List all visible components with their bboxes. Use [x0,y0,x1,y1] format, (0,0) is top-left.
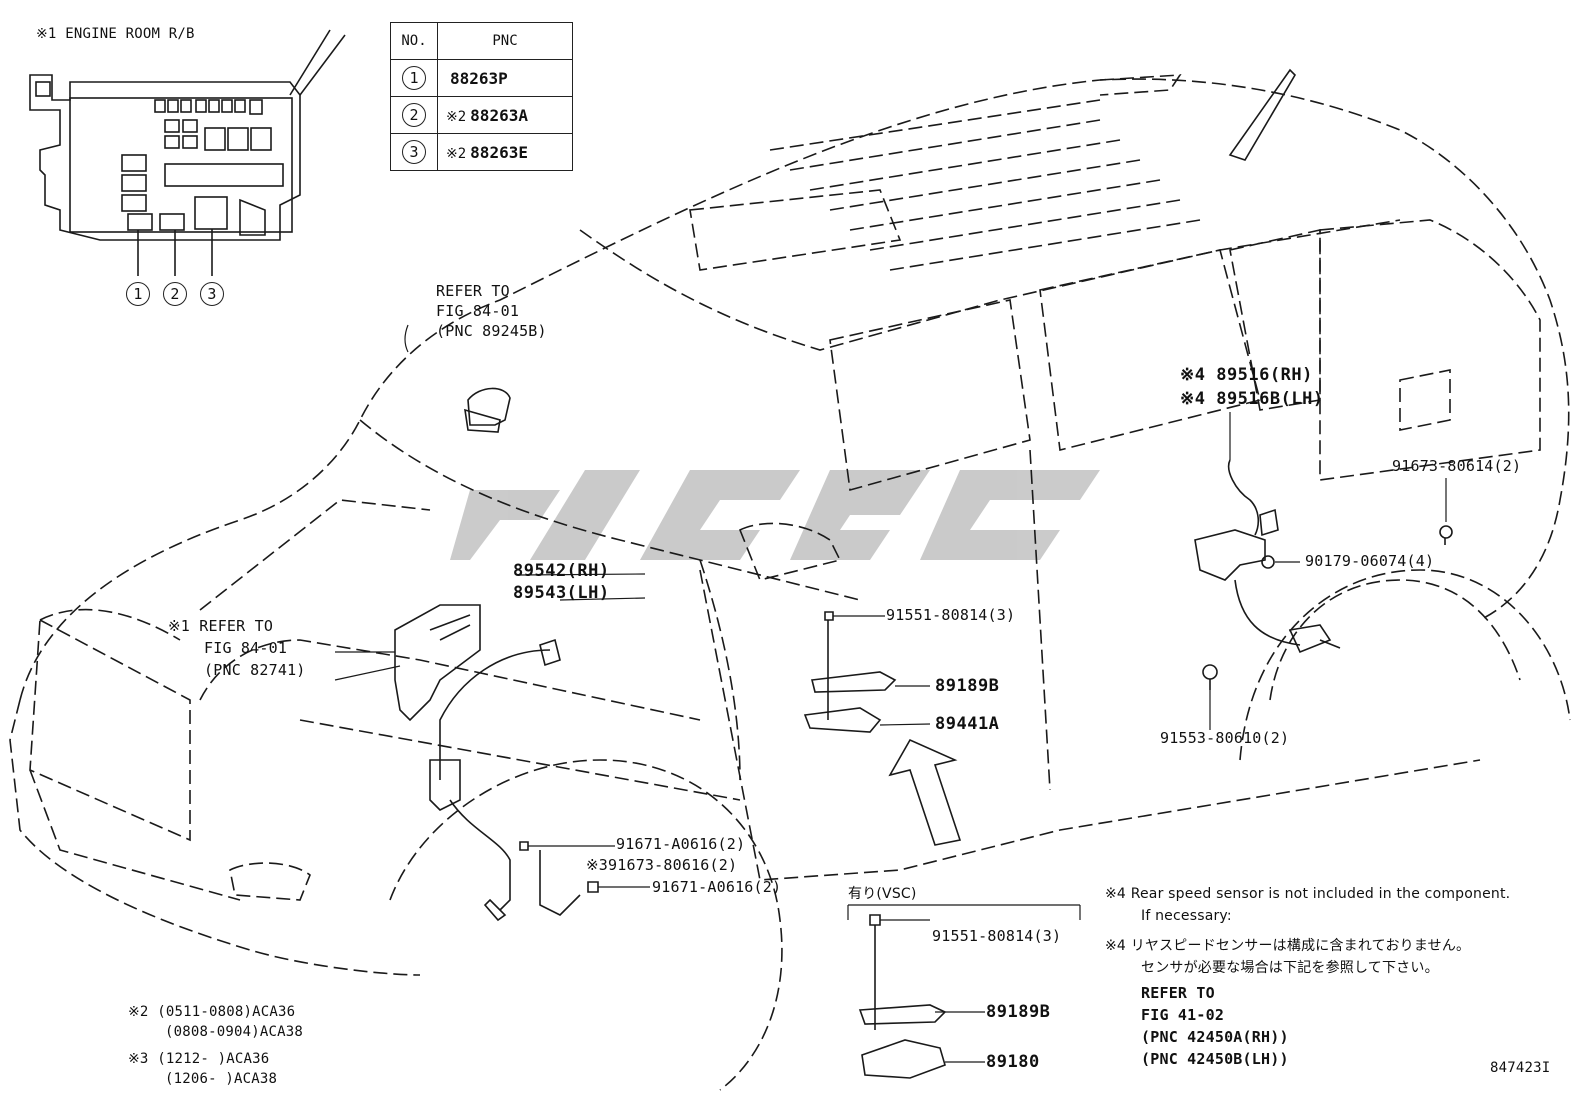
callout-1: 1 [126,282,150,306]
part-89543: 89543(LH) [513,583,610,603]
note-refer-line2: FIG 41-02 [1141,1006,1225,1024]
part-89441a: 89441A [935,714,1000,734]
refer-left-line2: FIG 84-01 [204,639,288,657]
header-no: NO. [390,22,438,60]
component-drawings [394,68,1453,1079]
part-91673-front: ※391673-80616(2) [586,856,738,874]
note-refer-line4: (PNC 42450B(LH)) [1141,1050,1289,1068]
vsc-title: 有り(VSC) [848,886,917,902]
refer-top-line3: (PNC 89245B) [436,322,547,340]
note-en-line2: If necessary: [1141,908,1232,924]
pnc-value: 88263E [470,142,528,162]
part-91553: 91553-80610(2) [1160,729,1290,747]
refer-left-line3: (PNC 82741) [204,661,306,679]
footnote-3b: (1206- )ACA38 [165,1071,278,1087]
leader-lines [334,324,1447,1063]
footnote-3a: ※3 (1212- )ACA36 [128,1051,270,1067]
callout-2: 2 [163,282,187,306]
part-91671-b: 91671-A0616(2) [652,878,782,896]
note-refer-line3: (PNC 42450A(RH)) [1141,1028,1289,1046]
part-91671-a: 91671-A0616(2) [616,835,746,853]
note-jp-line1: ※4 リヤスピードセンサーは構成に含まれておりません。 [1105,938,1471,954]
relay-box-title: ※1 ENGINE ROOM R/B [36,26,195,42]
watermark-logo [450,470,1100,560]
part-91673-rear: 91673-80614(2) [1392,457,1522,475]
header-pnc: PNC [437,22,573,60]
pnc-value: 88263A [470,105,528,125]
pnc-value: 88263P [450,68,508,88]
note-jp-line2: センサが必要な場合は下記を参照して下さい。 [1141,960,1439,976]
part-90179: 90179-06074(4) [1305,552,1435,570]
note-refer-line1: REFER TO [1141,984,1215,1002]
footnote-2b: (0808-0904)ACA38 [165,1024,304,1040]
pnc-table-header: NO. PNC [390,22,573,60]
refer-left-line1: ※1 REFER TO [168,617,274,635]
part-89189b: 89189B [935,676,1000,696]
part-89516: ※4 89516(RH) [1180,365,1313,385]
part-89516b: ※4 89516B(LH) [1180,389,1324,409]
part-91551-a: 91551-80814(3) [886,606,1016,624]
figure-number: 847423I [1490,1060,1551,1076]
callout-3: 3 [200,282,224,306]
note-en-line1: ※4 Rear speed sensor is not included in … [1105,886,1511,902]
refer-top-line1: REFER TO [436,282,510,300]
part-89542: 89542(RH) [513,561,610,581]
vsc-part-89189b: 89189B [986,1002,1051,1022]
refer-top-line2: FIG 84-01 [436,302,520,320]
pnc-row: 1 88263P [390,59,573,97]
vsc-part-89180: 89180 [986,1052,1040,1072]
engine-room-relay-box [29,29,346,276]
vsc-part-91551: 91551-80814(3) [932,927,1062,945]
footnote-2a: ※2 (0511-0808)ACA36 [128,1004,296,1020]
vehicle-body-outline [9,74,1571,1091]
